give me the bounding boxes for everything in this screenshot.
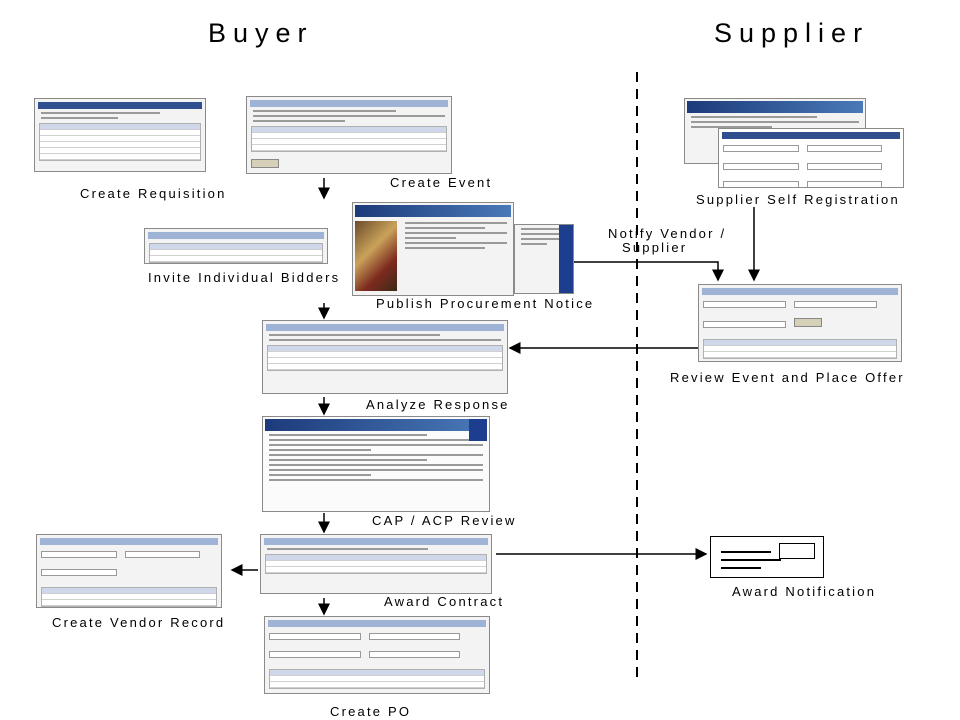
award-contract-label: Award Contract — [384, 594, 505, 609]
create-event-screenshot — [246, 96, 452, 174]
create-po-label: Create PO — [330, 704, 412, 719]
supplier-header: Supplier — [714, 18, 870, 48]
self-registration-screenshot — [718, 128, 904, 188]
award-notification-envelope-icon — [710, 536, 824, 578]
self-registration-label: Supplier Self Registration — [696, 192, 900, 207]
publish-notice-screenshot — [352, 202, 514, 296]
buyer-header: Buyer — [208, 18, 314, 48]
cap-acp-screenshot — [262, 416, 490, 512]
create-event-label: Create Event — [390, 175, 493, 190]
notify-vendor-label-line1: Notify Vendor / — [608, 226, 727, 241]
review-event-label: Review Event and Place Offer — [670, 370, 905, 385]
create-vendor-record-label: Create Vendor Record — [52, 615, 226, 630]
analyze-response-screenshot — [262, 320, 508, 394]
invite-bidders-label: Invite Individual Bidders — [148, 270, 341, 285]
arrow-publish-to-review — [573, 261, 724, 282]
award-notification-label: Award Notification — [732, 584, 877, 599]
create-requisition-label: Create Requisition — [80, 186, 227, 201]
analyze-response-label: Analyze Response — [366, 397, 510, 412]
award-contract-screenshot — [260, 534, 492, 594]
vendor-record-screenshot — [36, 534, 222, 608]
review-event-screenshot — [698, 284, 902, 362]
notify-vendor-label-line2: Supplier — [622, 240, 688, 255]
publish-notice-secondary-screenshot — [514, 224, 574, 294]
publish-notice-label: Publish Procurement Notice — [376, 296, 595, 311]
invite-bidders-screenshot — [144, 228, 328, 264]
create-po-screenshot — [264, 616, 490, 694]
cap-acp-label: CAP / ACP Review — [372, 513, 517, 528]
requisition-screenshot — [34, 98, 206, 172]
